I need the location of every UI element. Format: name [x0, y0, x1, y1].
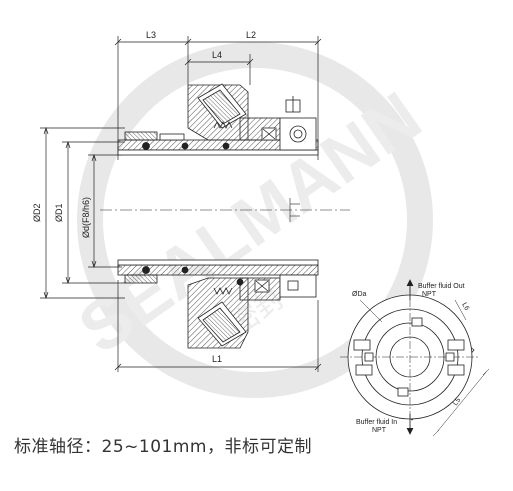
label-l3: L3 [146, 30, 156, 40]
label-out: Buffer fluid Out [418, 283, 465, 290]
seal-lower-half [117, 259, 319, 349]
label-out-npt: NPT [422, 291, 437, 298]
bottom-dimension [114, 280, 322, 372]
label-l2: L2 [246, 30, 256, 40]
label-in: Buffer fluid In [356, 419, 397, 426]
label-d2: ØD2 [32, 203, 42, 222]
top-dimensions [114, 36, 322, 160]
shaft-size-caption: 标准轴径：25~101mm，非标可定制 [14, 437, 312, 457]
left-dimensions [40, 126, 125, 300]
watermark-ring [77, 42, 433, 398]
label-d1: ØD1 [54, 203, 64, 222]
label-d: Ød(F8/h6) [81, 197, 91, 238]
label-l4: L4 [212, 50, 222, 60]
seal-upper-half [117, 83, 319, 156]
label-in-npt: NPT [372, 427, 387, 434]
label-l5: L5 [452, 397, 462, 408]
end-view [340, 279, 490, 437]
label-l1: L1 [212, 354, 222, 364]
label-l6: L6 [460, 302, 470, 312]
centerline-marker [289, 198, 300, 222]
label-da: ØDa [352, 291, 367, 298]
